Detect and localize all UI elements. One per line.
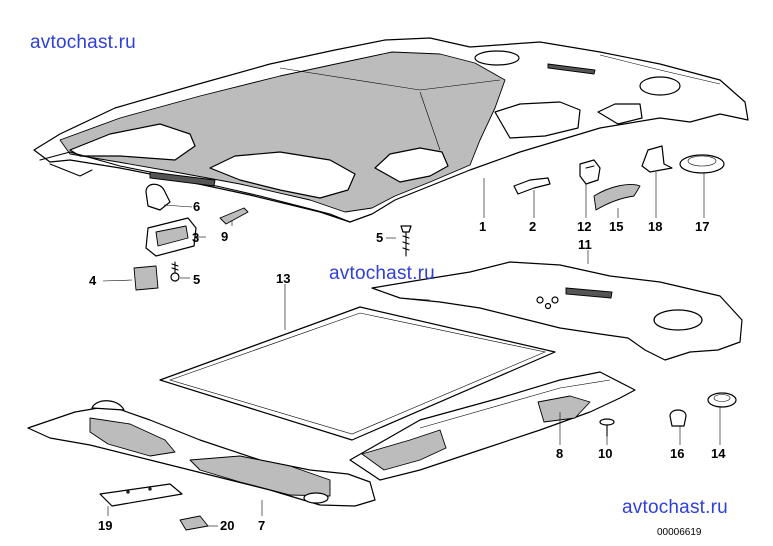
label-part-11: 11 bbox=[578, 237, 592, 252]
label-part-10: 10 bbox=[598, 446, 613, 461]
label-part-12: 12 bbox=[577, 219, 592, 234]
watermark-center: avtochast.ru bbox=[329, 263, 435, 284]
label-part-8: 8 bbox=[556, 446, 564, 461]
part-4-cover bbox=[133, 265, 159, 291]
headliner-rear-panel bbox=[371, 261, 743, 361]
label-part-13: 13 bbox=[276, 271, 291, 286]
part-3-grab-handle bbox=[145, 217, 197, 257]
sliding-roof-panel bbox=[159, 306, 556, 441]
label-part-14: 14 bbox=[711, 446, 726, 461]
part-10-pin bbox=[599, 418, 615, 437]
headliner-main bbox=[33, 37, 749, 223]
watermark-bottom-right: avtochast.ru bbox=[622, 497, 728, 518]
part-9-clip bbox=[219, 207, 249, 225]
part-5-screw-b bbox=[400, 225, 412, 257]
part-17-grille bbox=[679, 154, 725, 174]
part-6-hook bbox=[145, 183, 171, 211]
label-part-15: 15 bbox=[609, 219, 624, 234]
label-part-5-upper: 5 bbox=[376, 230, 384, 245]
part-20-bracket bbox=[179, 515, 209, 531]
label-part-9: 9 bbox=[221, 229, 229, 244]
label-part-2: 2 bbox=[529, 219, 537, 234]
part-12-clip bbox=[579, 159, 601, 185]
label-part-4: 4 bbox=[89, 273, 97, 288]
part-16-clip bbox=[669, 409, 687, 427]
label-part-17: 17 bbox=[695, 219, 710, 234]
label-part-1: 1 bbox=[479, 219, 487, 234]
drawing-code: 00006619 bbox=[657, 527, 702, 538]
label-part-16: 16 bbox=[670, 446, 685, 461]
label-part-18: 18 bbox=[648, 219, 663, 234]
headliner-lower bbox=[27, 371, 636, 507]
part-2-bracket bbox=[513, 177, 551, 195]
leader-lines bbox=[102, 172, 721, 527]
part-19-panel bbox=[99, 483, 183, 507]
part-15-trim bbox=[593, 184, 641, 211]
part-18-clip bbox=[641, 145, 673, 173]
watermark-top-left: avtochast.ru bbox=[30, 32, 136, 53]
label-part-19: 19 bbox=[98, 518, 113, 533]
label-part-5-lower: 5 bbox=[193, 272, 201, 287]
part-14-grille bbox=[707, 392, 737, 408]
label-part-6: 6 bbox=[193, 199, 201, 214]
label-part-7: 7 bbox=[258, 518, 266, 533]
label-part-3: 3 bbox=[192, 230, 200, 245]
part-5-screw-a bbox=[170, 261, 180, 282]
label-part-20: 20 bbox=[220, 518, 235, 533]
